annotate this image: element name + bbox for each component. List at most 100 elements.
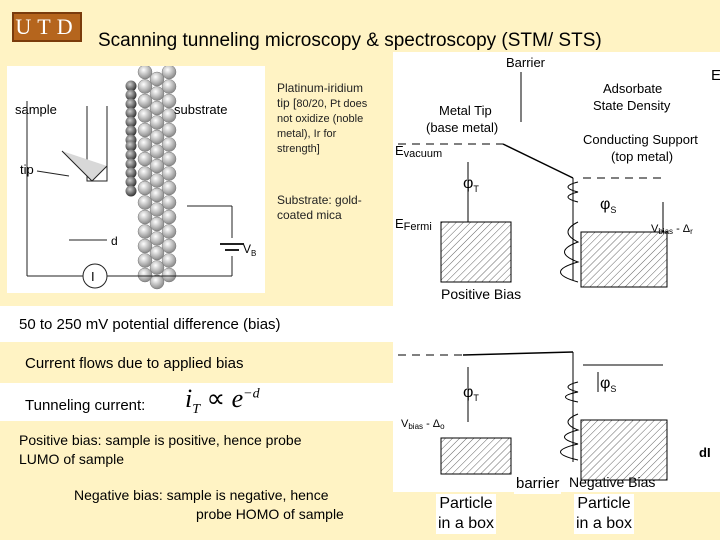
e-vacuum-label: Evacuum (395, 143, 442, 160)
substrate-atom (161, 64, 177, 80)
substrate-atom (137, 238, 153, 254)
slide-title: Scanning tunneling microscopy & spectros… (98, 30, 602, 51)
sample-atom (125, 80, 137, 92)
substrate-atom (137, 122, 153, 138)
tip-metal-block (440, 221, 512, 283)
barrier-slope (502, 143, 574, 179)
substrate-label: substrate (174, 102, 227, 117)
stm-schematic-drawing: I d sample substrate tip VB (15, 64, 256, 290)
phi-t-label-neg: φT (463, 384, 479, 403)
utd-logo: UTD (12, 12, 82, 42)
sample-atom (125, 116, 137, 128)
substrate-atom (149, 173, 165, 188)
substrate-atom (149, 115, 165, 130)
sample-atom (125, 176, 137, 188)
substrate-atom (161, 79, 177, 94)
substrate-atom (137, 180, 153, 196)
substrate-note-line2: coated mica (277, 208, 342, 222)
positive-bias-label: Positive Bias (441, 286, 521, 302)
barrier-top-neg (462, 351, 574, 356)
barrier-label: Barrier (506, 55, 546, 70)
tip-material-line2: tip [80/20, Pt does (277, 96, 368, 110)
e-fermi-label: EFermi (395, 216, 432, 233)
tip-material-line5: strength] (277, 143, 320, 155)
ammeter-label: I (91, 269, 95, 284)
substrate-atom (149, 231, 165, 246)
support-metal-block (580, 231, 668, 288)
substrate-atom (137, 209, 153, 225)
tunneling-band (0, 383, 393, 421)
edge-di-label: dI (699, 445, 711, 460)
tunneling-equation: iT ∝ e−d (185, 384, 260, 418)
edge-e-label: E (711, 67, 720, 84)
substrate-atom (149, 216, 165, 232)
substrate-atom (161, 93, 177, 109)
substrate-atom (137, 64, 153, 80)
adsorbate-sublabel: State Density (593, 98, 671, 113)
sample-atom (125, 89, 137, 101)
support-sublabel: (top metal) (611, 149, 673, 164)
current-flows-text: Current flows due to applied bias (25, 355, 244, 372)
barrier-footer-label: barrier (514, 474, 562, 494)
substrate-atom (149, 260, 165, 275)
sample-molecules (125, 80, 137, 197)
substrate-atom (161, 238, 177, 254)
substrate-note-line1: Substrate: gold- (277, 193, 362, 207)
substrate-atom (137, 267, 153, 283)
substrate-atom (137, 166, 153, 181)
metal-tip-sublabel: (base metal) (426, 120, 498, 135)
substrate-atom (161, 166, 177, 181)
tip-wire-left (86, 106, 108, 182)
substrate-atom (161, 195, 177, 210)
tip-label: tip (20, 162, 34, 177)
substrate-atom (149, 129, 165, 145)
substrate-atom (137, 108, 153, 123)
tip-material-line1: Platinum-iridium (277, 81, 364, 95)
phi-s-label: φS (600, 196, 616, 215)
substrate-atom (149, 144, 165, 159)
tunneling-label: Tunneling current: (25, 397, 146, 414)
positive-bias-note-2: LUMO of sample (19, 451, 125, 467)
substrate-atom (161, 267, 177, 283)
phi-t-label: φT (463, 175, 479, 194)
sample-atom (125, 125, 137, 137)
sample-label: sample (15, 102, 57, 117)
substrate-atom (161, 253, 177, 268)
substrate-atom (149, 158, 165, 174)
substrate-atom (137, 137, 153, 152)
substrate-atom (161, 151, 177, 167)
sample-atom (125, 149, 137, 161)
vbias-pos-label: Vbias - Δr (651, 223, 693, 236)
adsorbate-label: Adsorbate (603, 81, 662, 96)
tip-metal-block-neg (440, 437, 512, 475)
substrate-atom (149, 245, 165, 261)
negative-bias-label: Negative Bias (569, 474, 655, 490)
substrate-atom (161, 180, 177, 196)
sample-atom (125, 185, 137, 197)
substrate-atom (149, 86, 165, 101)
substrate-atom (149, 100, 165, 116)
sample-atom (125, 98, 137, 110)
substrate-atom (137, 195, 153, 210)
distance-label: d (111, 234, 118, 248)
tip-pointer (36, 170, 70, 177)
substrate-atom (137, 93, 153, 109)
vbias-neg-label: Vbias - Δo (401, 418, 445, 431)
substrate-atom (149, 202, 165, 217)
substrate-atom (137, 224, 153, 239)
substrate-atom (161, 137, 177, 152)
tip-material-line3: not oxidize (noble (277, 113, 364, 125)
phi-s-label-neg: φS (600, 375, 616, 394)
substrate-atom (149, 71, 165, 87)
adsorbate-states-negative (560, 381, 580, 461)
negative-bias-note-2: probe HOMO of sample (196, 506, 344, 522)
sample-atom (125, 158, 137, 170)
adsorbate-states-positive (560, 181, 580, 283)
ammeter (82, 263, 108, 289)
sample-atom (125, 140, 137, 152)
bias-range-text: 50 to 250 mV potential difference (bias) (19, 316, 281, 333)
substrate-atom (137, 79, 153, 94)
vb-label: VB (243, 242, 256, 258)
support-label: Conducting Support (583, 132, 698, 147)
